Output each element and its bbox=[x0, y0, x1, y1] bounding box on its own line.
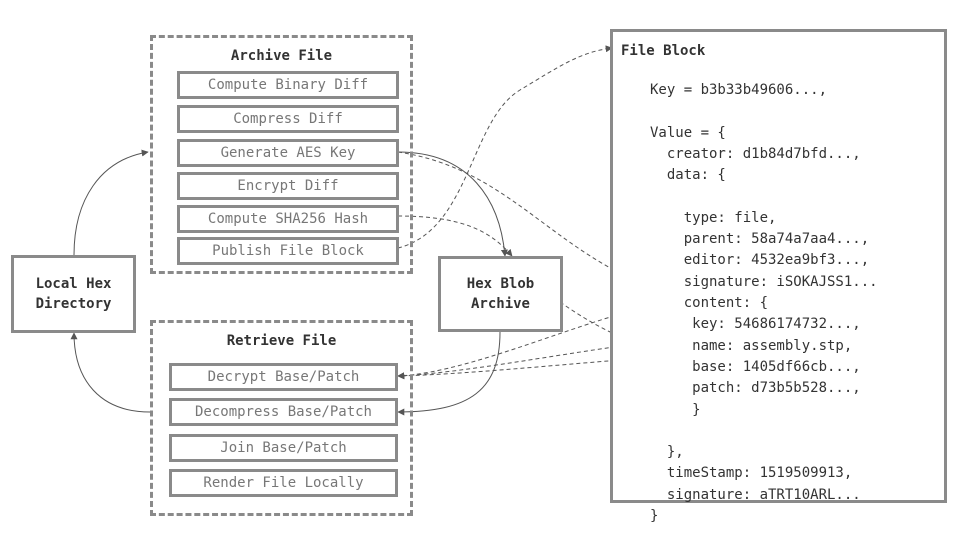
file-block-title: File Block bbox=[621, 43, 706, 59]
file-block-line: parent: 58a74a7aa4..., bbox=[650, 231, 870, 248]
file-block-line: Key = b3b33b49606..., bbox=[650, 82, 828, 98]
step-decrypt-base-patch: Decrypt Base/Patch bbox=[169, 363, 398, 391]
file-block-line: } bbox=[650, 401, 701, 418]
file-block-line: name: assembly.stp, bbox=[650, 337, 853, 354]
hex-blob-archive-line2: Archive bbox=[470, 296, 530, 312]
file-block-line: base: 1405df66cb..., bbox=[650, 358, 861, 375]
file-block-line: editor: 4532ea9bf3..., bbox=[650, 252, 870, 269]
step-compute-binary-diff: Compute Binary Diff bbox=[177, 71, 399, 99]
archive-file-title: Archive File bbox=[230, 48, 333, 64]
hex-blob-archive-line1: Hex Blob bbox=[466, 276, 535, 292]
step-decompress-base-patch: Decompress Base/Patch bbox=[169, 398, 398, 426]
edge-retrieve-to-directory bbox=[70, 332, 151, 413]
file-block-line: creator: d1b84d7bfd..., bbox=[650, 145, 861, 162]
local-hex-directory-line2: Directory bbox=[35, 296, 112, 312]
step-render-file-locally: Render File Locally bbox=[169, 469, 398, 497]
edge-blob-to-decompress bbox=[397, 331, 501, 416]
file-block-line: timeStamp: 1519509913, bbox=[650, 465, 853, 482]
file-block-line: }, bbox=[650, 444, 684, 461]
local-hex-directory-line1: Local Hex bbox=[35, 276, 112, 292]
file-block-line: Value = { bbox=[650, 124, 726, 141]
edge-aes-to-blob bbox=[397, 151, 508, 257]
step-generate-aes-key: Generate AES Key bbox=[177, 139, 399, 167]
local-hex-directory-node: Local Hex Directory bbox=[11, 255, 136, 333]
step-publish-file-block: Publish File Block bbox=[177, 237, 399, 265]
file-block-panel: File Block Key = b3b33b49606..., Value = … bbox=[610, 29, 947, 524]
file-block-line: key: 54686174732..., bbox=[650, 316, 861, 333]
retrieve-file-title: Retrieve File bbox=[226, 333, 337, 349]
step-compute-sha256-hash: Compute SHA256 Hash bbox=[177, 205, 399, 233]
edge-hash-to-blob bbox=[397, 215, 513, 257]
step-compress-diff: Compress Diff bbox=[177, 105, 399, 133]
retrieve-file-group: Retrieve File Decrypt Base/Patch Decompr… bbox=[150, 320, 413, 516]
edge-publish-to-fileblock bbox=[397, 45, 613, 249]
archive-file-group: Archive File Compute Binary Diff Compres… bbox=[150, 35, 413, 274]
hex-blob-archive-node: Hex Blob Archive bbox=[438, 256, 563, 332]
file-block-line: content: { bbox=[650, 295, 769, 311]
file-block-line: } bbox=[650, 508, 659, 524]
file-block-line: signature: iSOKAJSS1... bbox=[650, 273, 878, 290]
file-block-line: type: file, bbox=[650, 209, 777, 226]
file-block-line: data: { bbox=[650, 167, 726, 184]
step-join-base-patch: Join Base/Patch bbox=[169, 434, 398, 462]
file-block-line: patch: d73b5b528..., bbox=[650, 380, 861, 397]
step-encrypt-diff: Encrypt Diff bbox=[177, 172, 399, 200]
edge-directory-to-archive bbox=[73, 149, 149, 256]
file-block-line: signature: aTRT10ARL... bbox=[650, 486, 861, 503]
